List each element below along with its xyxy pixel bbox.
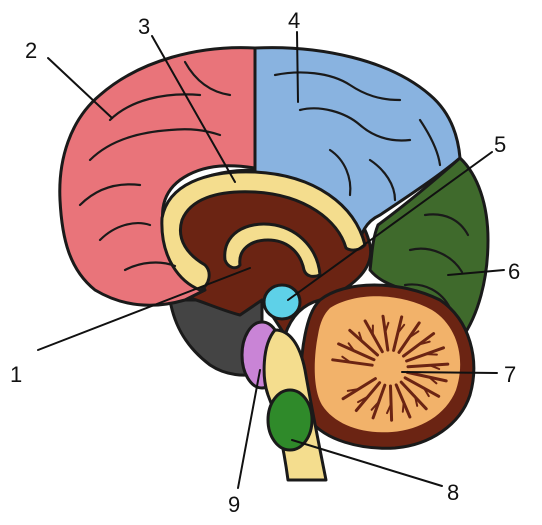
cerebellum-folium-twig bbox=[357, 396, 368, 404]
frontal-sulci bbox=[78, 60, 232, 272]
cerebellum-folium-twig bbox=[428, 364, 441, 370]
leader-6 bbox=[447, 269, 505, 276]
label-5: 5 bbox=[494, 132, 506, 157]
corpus-callosum bbox=[160, 170, 367, 292]
thalamus bbox=[262, 283, 302, 321]
label-9: 9 bbox=[228, 492, 240, 517]
cerebellum-folium bbox=[348, 328, 379, 357]
label-1: 1 bbox=[10, 362, 22, 387]
cerebellum-folium-twig bbox=[414, 395, 419, 407]
cerebellum-folium bbox=[405, 370, 448, 383]
cerebellum-folium bbox=[337, 342, 376, 362]
leader-1 bbox=[37, 267, 251, 351]
label-8: 8 bbox=[447, 480, 459, 505]
leader-7 bbox=[401, 371, 498, 374]
label-7: 7 bbox=[504, 362, 516, 387]
occipital-sulci bbox=[403, 213, 470, 310]
frontal-lobe bbox=[58, 46, 257, 307]
leader-8 bbox=[291, 439, 443, 487]
leader-2 bbox=[47, 57, 113, 119]
cerebellum-folium bbox=[331, 358, 374, 367]
cerebellum-folium bbox=[397, 321, 421, 354]
label-6: 6 bbox=[508, 259, 520, 284]
cerebellum-folium-twig bbox=[384, 321, 390, 334]
cerebellum-folium bbox=[403, 376, 441, 398]
cerebellum-folium bbox=[402, 332, 436, 358]
cerebellum-folium bbox=[354, 381, 382, 412]
cerebellum-folium-twig bbox=[358, 331, 364, 344]
fornix bbox=[223, 222, 322, 278]
label-3: 3 bbox=[138, 14, 150, 39]
cerebellum-folium-twig bbox=[425, 353, 438, 356]
leader-5 bbox=[287, 151, 493, 301]
cerebellum-folium-twig bbox=[409, 330, 420, 338]
cerebellum-folium bbox=[405, 346, 445, 363]
cerebellum-folium-twig bbox=[386, 403, 393, 415]
cerebellum-folium-twig bbox=[370, 401, 380, 411]
cerebellum-folium-twig bbox=[401, 400, 405, 413]
cerebellum-folium bbox=[406, 362, 450, 369]
leader-3 bbox=[151, 35, 236, 183]
cerebellum-folium-twig bbox=[419, 340, 431, 346]
cerebellum-folium-twig bbox=[397, 323, 406, 334]
cerebellum bbox=[299, 283, 476, 450]
medulla bbox=[266, 388, 314, 452]
cerebellum-folium-twig bbox=[422, 386, 430, 398]
leader-lines bbox=[37, 31, 505, 489]
cerebellum-folium-twig bbox=[427, 375, 438, 385]
cerebellum-folium bbox=[399, 380, 428, 411]
leader-4 bbox=[296, 31, 299, 103]
cerebellum-folium-twig bbox=[346, 388, 359, 392]
cerebellum-folium bbox=[392, 315, 404, 352]
leader-9 bbox=[237, 369, 261, 489]
label-2: 2 bbox=[25, 38, 37, 63]
cerebellum-folium bbox=[394, 383, 412, 419]
cerebellum-folium-twig bbox=[341, 355, 352, 364]
cerebellum-folium-twig bbox=[347, 342, 356, 353]
cerebellum-folium bbox=[341, 377, 377, 401]
cerebellum-folium bbox=[371, 383, 387, 420]
cerebellum-folium bbox=[363, 319, 384, 354]
number-labels: 1 2 3 4 5 6 7 8 9 bbox=[10, 8, 520, 517]
label-4: 4 bbox=[288, 8, 300, 33]
